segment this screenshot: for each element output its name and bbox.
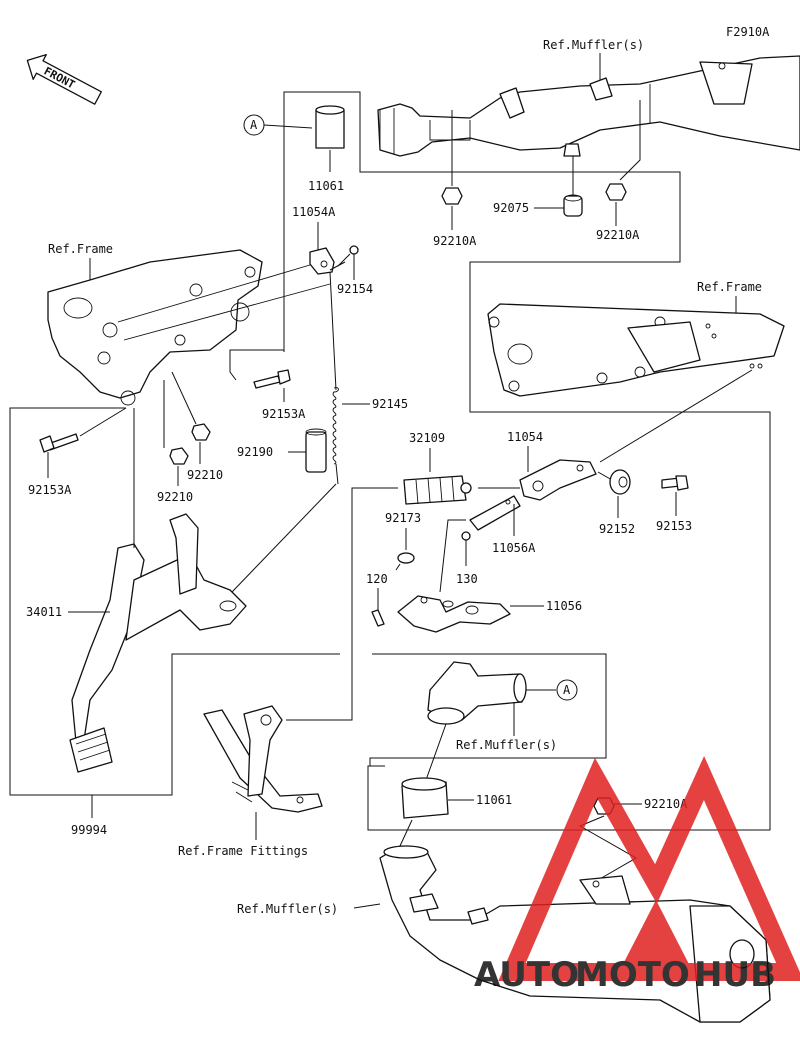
label-99994: 99994: [71, 823, 107, 837]
label-92145: 92145: [372, 397, 408, 411]
watermark-moto: MOTO: [575, 955, 690, 995]
collar-92152: [609, 469, 631, 495]
muffler-top: [377, 55, 800, 157]
bracket-11054: [519, 459, 597, 501]
ref-muffler-bottom: Ref.Muffler(s): [237, 902, 338, 916]
ref-frame-right: Ref.Frame: [697, 280, 762, 294]
side-stand-34011: [69, 513, 247, 773]
label-92210a-left: 92210A: [433, 234, 477, 248]
frame-right: [487, 303, 785, 397]
collar-92190: [305, 428, 327, 473]
nut-92210a-left: [441, 187, 463, 205]
label-11054a: 11054A: [292, 205, 336, 219]
label-11054: 11054: [507, 430, 543, 444]
label-92075: 92075: [493, 201, 529, 215]
label-92210a-right: 92210A: [596, 228, 640, 242]
frame-left: [47, 249, 331, 406]
figure-code: F2910A: [726, 25, 770, 39]
bolt-130: [461, 531, 471, 566]
svg-text:A: A: [563, 683, 571, 697]
label-92190: 92190: [237, 445, 273, 459]
label-11061-top: 11061: [308, 179, 344, 193]
watermark-hub: HUB: [694, 955, 776, 995]
grommet-92075: [563, 194, 583, 217]
automotohub-watermark: AUTO MOTO HUB: [474, 755, 800, 995]
label-130: 130: [456, 572, 478, 586]
label-34011: 34011: [26, 605, 62, 619]
bolt-92153a-mid: [253, 369, 291, 389]
muffler-bottom: [379, 845, 771, 1023]
bolt-120: [371, 609, 385, 627]
label-92152: 92152: [599, 522, 635, 536]
clip-92173: [395, 552, 415, 571]
ref-frame-left: Ref.Frame: [48, 242, 113, 256]
ref-frame-fittings: Ref.Frame Fittings: [178, 844, 308, 858]
front-arrow-icon: FRONT: [26, 53, 102, 105]
label-92210-b: 92210: [157, 490, 193, 504]
collar-11061-top: [315, 105, 345, 149]
label-92153a-left: 92153A: [28, 483, 72, 497]
bolt-92153: [661, 475, 689, 491]
collar-11061-bottom: [401, 777, 449, 819]
nut-92210-b: [169, 447, 189, 465]
label-92210-a: 92210: [187, 468, 223, 482]
label-11056a: 11056A: [492, 541, 536, 555]
bracket-11054a: [309, 247, 335, 275]
ref-muffler-mid: Ref.Muffler(s): [456, 738, 557, 752]
label-120: 120: [366, 572, 388, 586]
front-label: FRONT: [42, 64, 78, 91]
bolt-92154: [337, 245, 359, 267]
watermark-auto: AUTO: [474, 955, 579, 995]
spring-92145: [329, 271, 339, 485]
rubber-32109: [403, 475, 472, 505]
frame-fittings: [203, 705, 323, 813]
label-92153a-mid: 92153A: [262, 407, 306, 421]
watermark-triangle-icon: [498, 755, 800, 981]
label-92153: 92153: [656, 519, 692, 533]
label-32109: 32109: [409, 431, 445, 445]
label-92154: 92154: [337, 282, 373, 296]
bracket-11056: [397, 595, 511, 633]
ref-muffler-top: Ref.Muffler(s): [543, 38, 644, 52]
nut-92210-a: [191, 423, 211, 441]
pipe-lower: [427, 661, 527, 725]
label-92173: 92173: [385, 511, 421, 525]
bolt-92153a-left: [39, 433, 79, 453]
callout-a-bottom: [556, 679, 578, 701]
svg-text:A: A: [250, 118, 258, 132]
label-11061-bottom: 11061: [476, 793, 512, 807]
bracket-11056a: [469, 495, 521, 531]
label-92210a-bottom: 92210A: [644, 797, 688, 811]
nut-92210a-right: [605, 183, 627, 201]
label-11056: 11056: [546, 599, 582, 613]
